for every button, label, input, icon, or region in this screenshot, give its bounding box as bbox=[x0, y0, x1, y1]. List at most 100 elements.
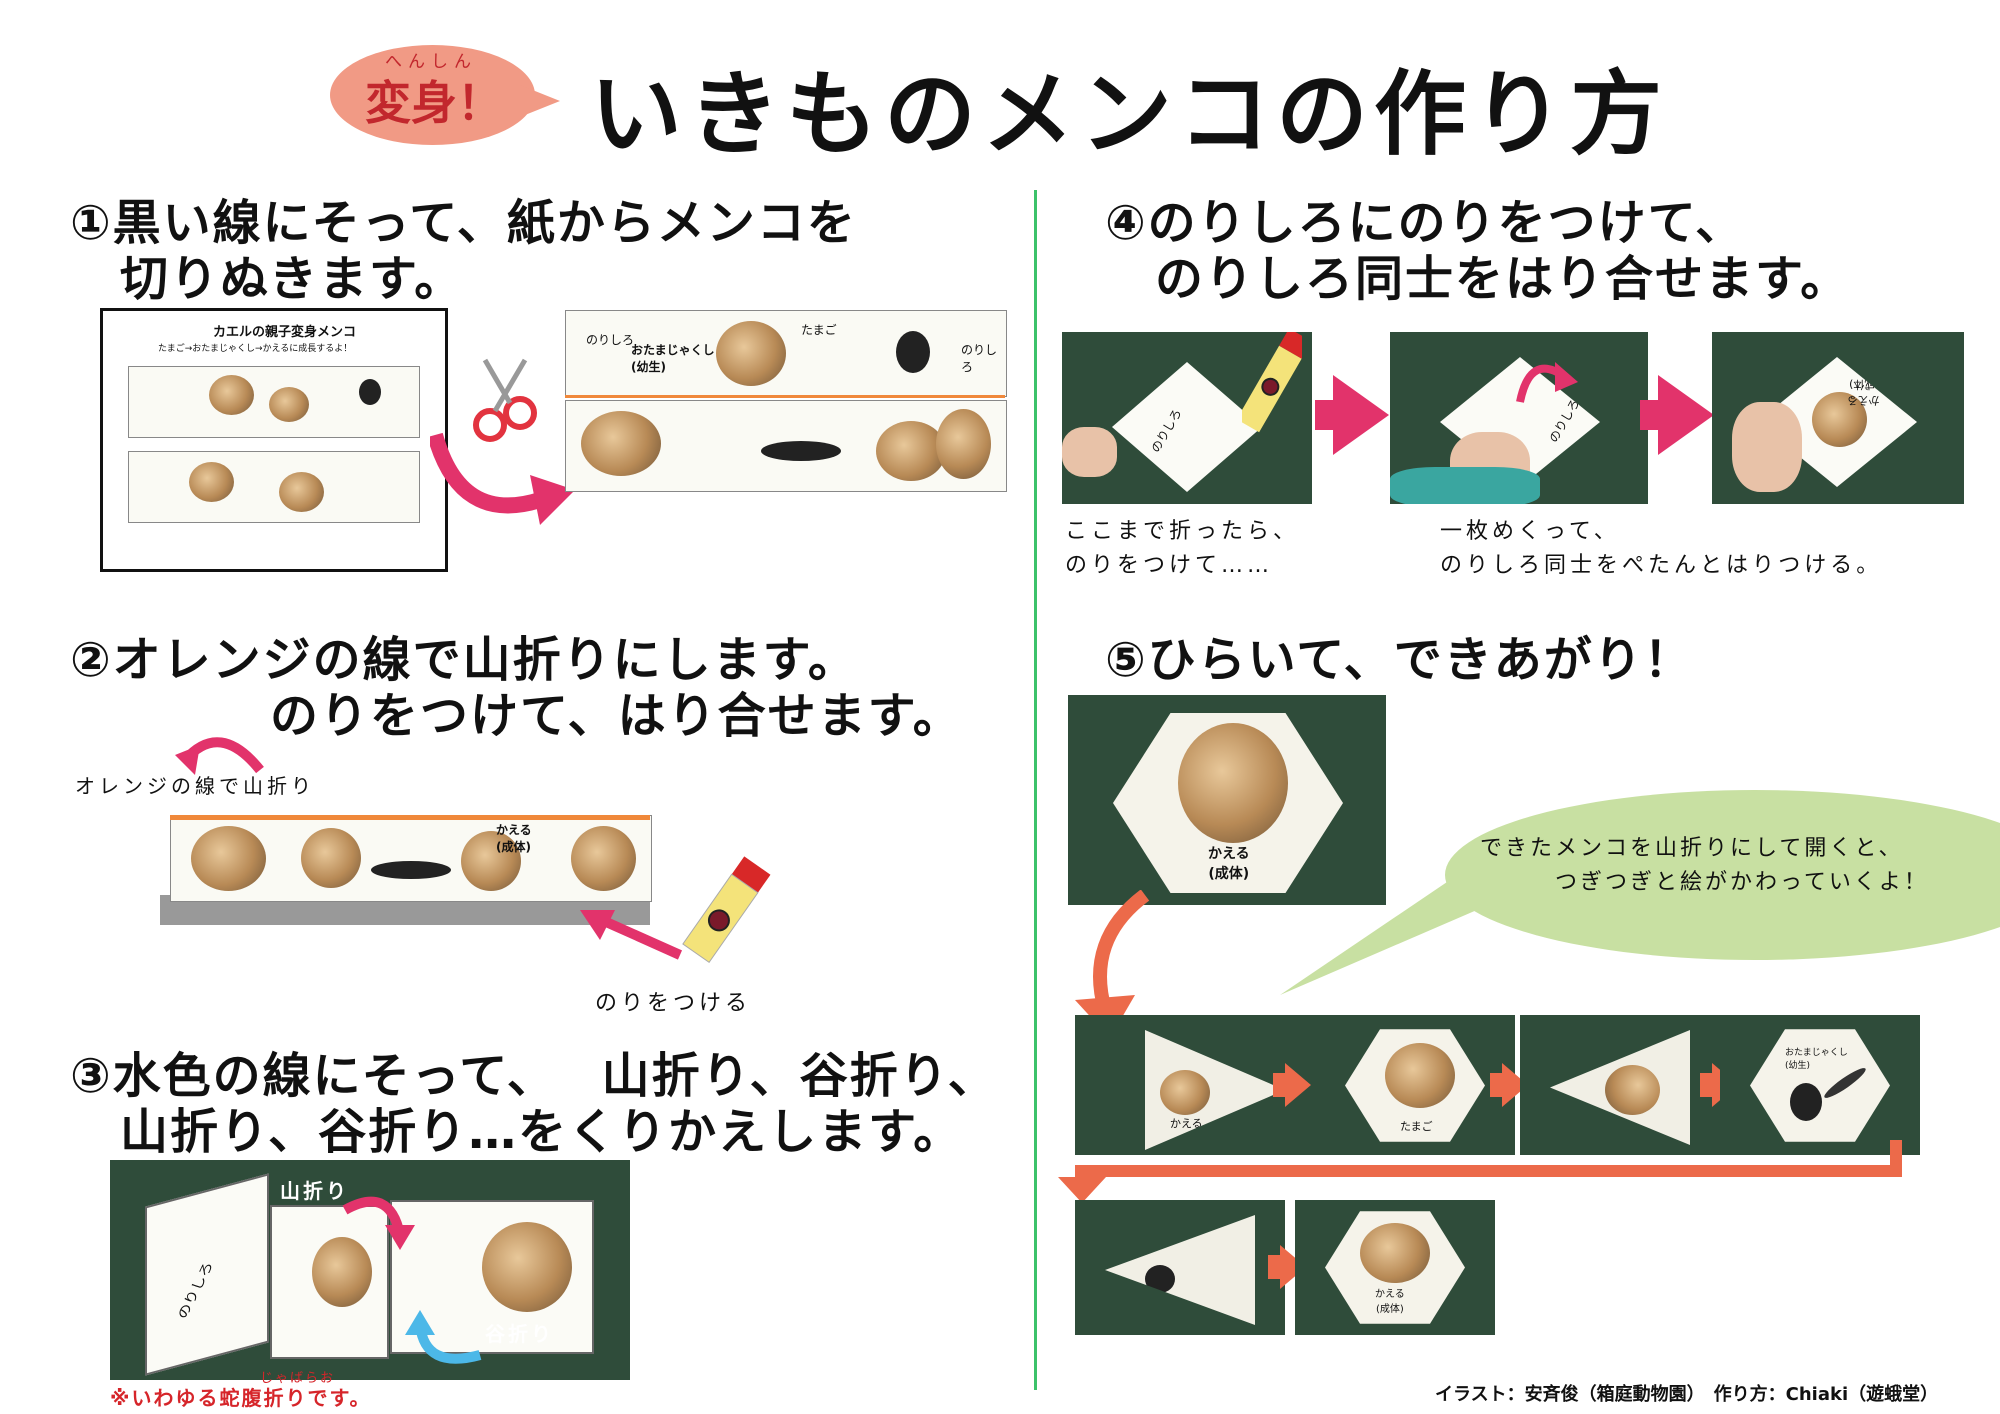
diamond-label: かえる (成体) bbox=[1847, 378, 1880, 407]
strip-top: のりしろ おたまじゃくし (幼生) たまご のりしろ bbox=[565, 310, 1007, 397]
frog-illustration bbox=[209, 375, 254, 415]
hex-menko: たまご bbox=[1345, 1029, 1485, 1142]
step5-title: ⑤ひらいて、できあがり！ bbox=[1105, 632, 1694, 688]
note-ruby: じゃばらお bbox=[260, 1371, 336, 1386]
next-arrow-icon bbox=[1315, 375, 1389, 455]
seq-label: おたまじゃくし bbox=[1133, 1220, 1195, 1256]
pointer-arrow-icon bbox=[575, 905, 685, 965]
diamond-label: のりしろ bbox=[1148, 406, 1185, 456]
frog-illustration bbox=[581, 411, 661, 476]
step4-photo1: のりしろ bbox=[1062, 332, 1312, 504]
cutout-strip: のりしろ おたまじゃくし (幼生) たまご のりしろ bbox=[565, 310, 1007, 495]
sheet-strip-bottom bbox=[128, 451, 420, 523]
folded-strip: かえる (成体) bbox=[160, 815, 660, 930]
seq-label: たまご bbox=[1400, 1120, 1433, 1133]
tadpole-illustration bbox=[1145, 1265, 1175, 1293]
strip-label-tadpole: おたまじゃくし (幼生) bbox=[631, 343, 715, 374]
glue-stick-icon bbox=[1236, 332, 1312, 442]
sheet-strip-top bbox=[128, 366, 420, 438]
frog-illustration bbox=[301, 828, 361, 888]
strip-label-adult: かえる (成体) bbox=[496, 823, 532, 854]
seq-photo-4: おたまじゃくし (幼生) bbox=[1720, 1015, 1920, 1155]
frog-illustration bbox=[461, 831, 521, 891]
step4-photo2: のりしろ bbox=[1390, 332, 1648, 504]
step4-caption1: ここまで折ったら、 のりをつけて…… bbox=[1065, 519, 1300, 578]
speech-bubble bbox=[1445, 790, 2000, 960]
accordion-label: のりしろ bbox=[174, 1260, 217, 1321]
frog-illustration bbox=[482, 1222, 572, 1312]
step3-photo: のりしろ bbox=[110, 1160, 630, 1380]
fold-arrow-icon bbox=[175, 730, 265, 780]
triangle-menko: かえる bbox=[1145, 1030, 1285, 1150]
glue-label: のりをつける bbox=[595, 991, 752, 1016]
triangle-menko: おたまじゃくし bbox=[1105, 1215, 1255, 1325]
header: へんしん 変身！ いきものメンコの作り方 bbox=[330, 25, 1730, 168]
triangle-menko bbox=[1550, 1030, 1690, 1145]
frog-illustration bbox=[571, 826, 636, 891]
tadpole-tail bbox=[761, 441, 841, 461]
accordion-panel bbox=[270, 1205, 389, 1359]
orange-fold-line bbox=[170, 815, 650, 820]
frog-illustration bbox=[1812, 392, 1867, 447]
frog-illustration bbox=[1360, 1223, 1430, 1283]
tadpole-illustration bbox=[359, 379, 381, 405]
hex-menko: かえる (成体) bbox=[1113, 713, 1343, 893]
next-arrow-icon bbox=[1640, 375, 1714, 455]
strip-bottom bbox=[565, 400, 1007, 492]
frog-illustration bbox=[1385, 1043, 1455, 1108]
bubble-text: できたメンコを山折りにして開くと、 つぎつぎと絵がかわっていくよ！ bbox=[1480, 836, 1929, 895]
sheet-title: カエルの親子変身メンコ bbox=[213, 325, 357, 340]
frog-illustration bbox=[312, 1237, 372, 1307]
credits: イラスト：安斉俊（箱庭動物園） 作り方：Chiaki（遊蛾堂） bbox=[1435, 1384, 1939, 1405]
jabara-note: ※いわゆる蛇腹折りです。 bbox=[110, 1386, 372, 1410]
mountain-fold-label: 山折り bbox=[280, 1179, 349, 1203]
curved-arrow-icon bbox=[427, 430, 580, 540]
accordion-panel: のりしろ bbox=[145, 1173, 269, 1376]
strip-folded: かえる (成体) bbox=[170, 815, 652, 902]
page-title: いきものメンコの作り方 bbox=[590, 61, 1669, 168]
hex-menko: おたまじゃくし (幼生) bbox=[1750, 1029, 1890, 1142]
tadpole-tail bbox=[371, 861, 451, 879]
frog-illustration bbox=[189, 462, 234, 502]
orange-fold-line bbox=[565, 395, 1005, 398]
step2-title: ②オレンジの線で山折りにします。 のりをつけて、はり合せます。 bbox=[70, 632, 963, 744]
bubble-tail bbox=[1280, 880, 1500, 1000]
finished-menko-photo: かえる (成体) bbox=[1068, 695, 1386, 905]
valley-arrow-icon bbox=[405, 1310, 485, 1370]
frog-illustration bbox=[1160, 1070, 1210, 1115]
frog-illustration bbox=[876, 421, 946, 481]
step4-title: ④のりしろにのりをつけて、 のりしろ同士をはり合せます。 bbox=[1105, 195, 1851, 307]
henshin-badge bbox=[330, 45, 535, 145]
step3-title: ③水色の線にそって、 山折り、谷折り、 山折り、谷折り…をくりかえします。 bbox=[70, 1048, 998, 1160]
step1-title: ①黒い線にそって、紙からメンコを 切りぬきます。 bbox=[70, 195, 857, 307]
hand bbox=[1732, 402, 1802, 492]
mountain-arrow-icon bbox=[340, 1190, 420, 1250]
seq-label: かえる (成体) bbox=[1375, 1289, 1405, 1315]
strip-label-noshiro-end: のりしろ bbox=[961, 343, 998, 374]
flip-arrow-icon bbox=[1510, 352, 1580, 412]
seq-photo-3 bbox=[1520, 1015, 1720, 1155]
seq-photo-6: かえる (成体) bbox=[1295, 1200, 1495, 1335]
step4-caption2: 一枚めくって、 のりしろ同士をぺたんとはりつける。 bbox=[1440, 519, 1883, 578]
frog-illustration bbox=[279, 472, 324, 512]
sleeve bbox=[1390, 467, 1540, 504]
glue-stick-icon bbox=[670, 850, 780, 970]
hex-menko: かえる (成体) bbox=[1325, 1211, 1465, 1324]
hand bbox=[1062, 427, 1117, 477]
folded-diamond: のりしろ bbox=[1112, 362, 1262, 492]
seq-photo-5: おたまじゃくし bbox=[1075, 1200, 1285, 1335]
seq-label: かえる bbox=[1170, 1117, 1203, 1130]
seq-label: おたまじゃくし (幼生) bbox=[1785, 1048, 1848, 1071]
frog-illustration bbox=[1178, 723, 1288, 843]
frog-illustration bbox=[716, 321, 786, 386]
hex-label: かえる (成体) bbox=[1208, 846, 1250, 882]
step4-photo3: かえる (成体) bbox=[1712, 332, 1964, 504]
fold-label: オレンジの線で山折り bbox=[75, 774, 315, 798]
frog-illustration bbox=[1605, 1065, 1660, 1115]
frog-illustration bbox=[269, 387, 309, 422]
frog-illustration bbox=[191, 826, 266, 891]
return-arrow-horizontal bbox=[1075, 1165, 1902, 1177]
badge-ruby: へんしん bbox=[385, 52, 477, 72]
seq-photo-2: たまご bbox=[1315, 1015, 1515, 1155]
return-arrow-head bbox=[1058, 1177, 1106, 1203]
